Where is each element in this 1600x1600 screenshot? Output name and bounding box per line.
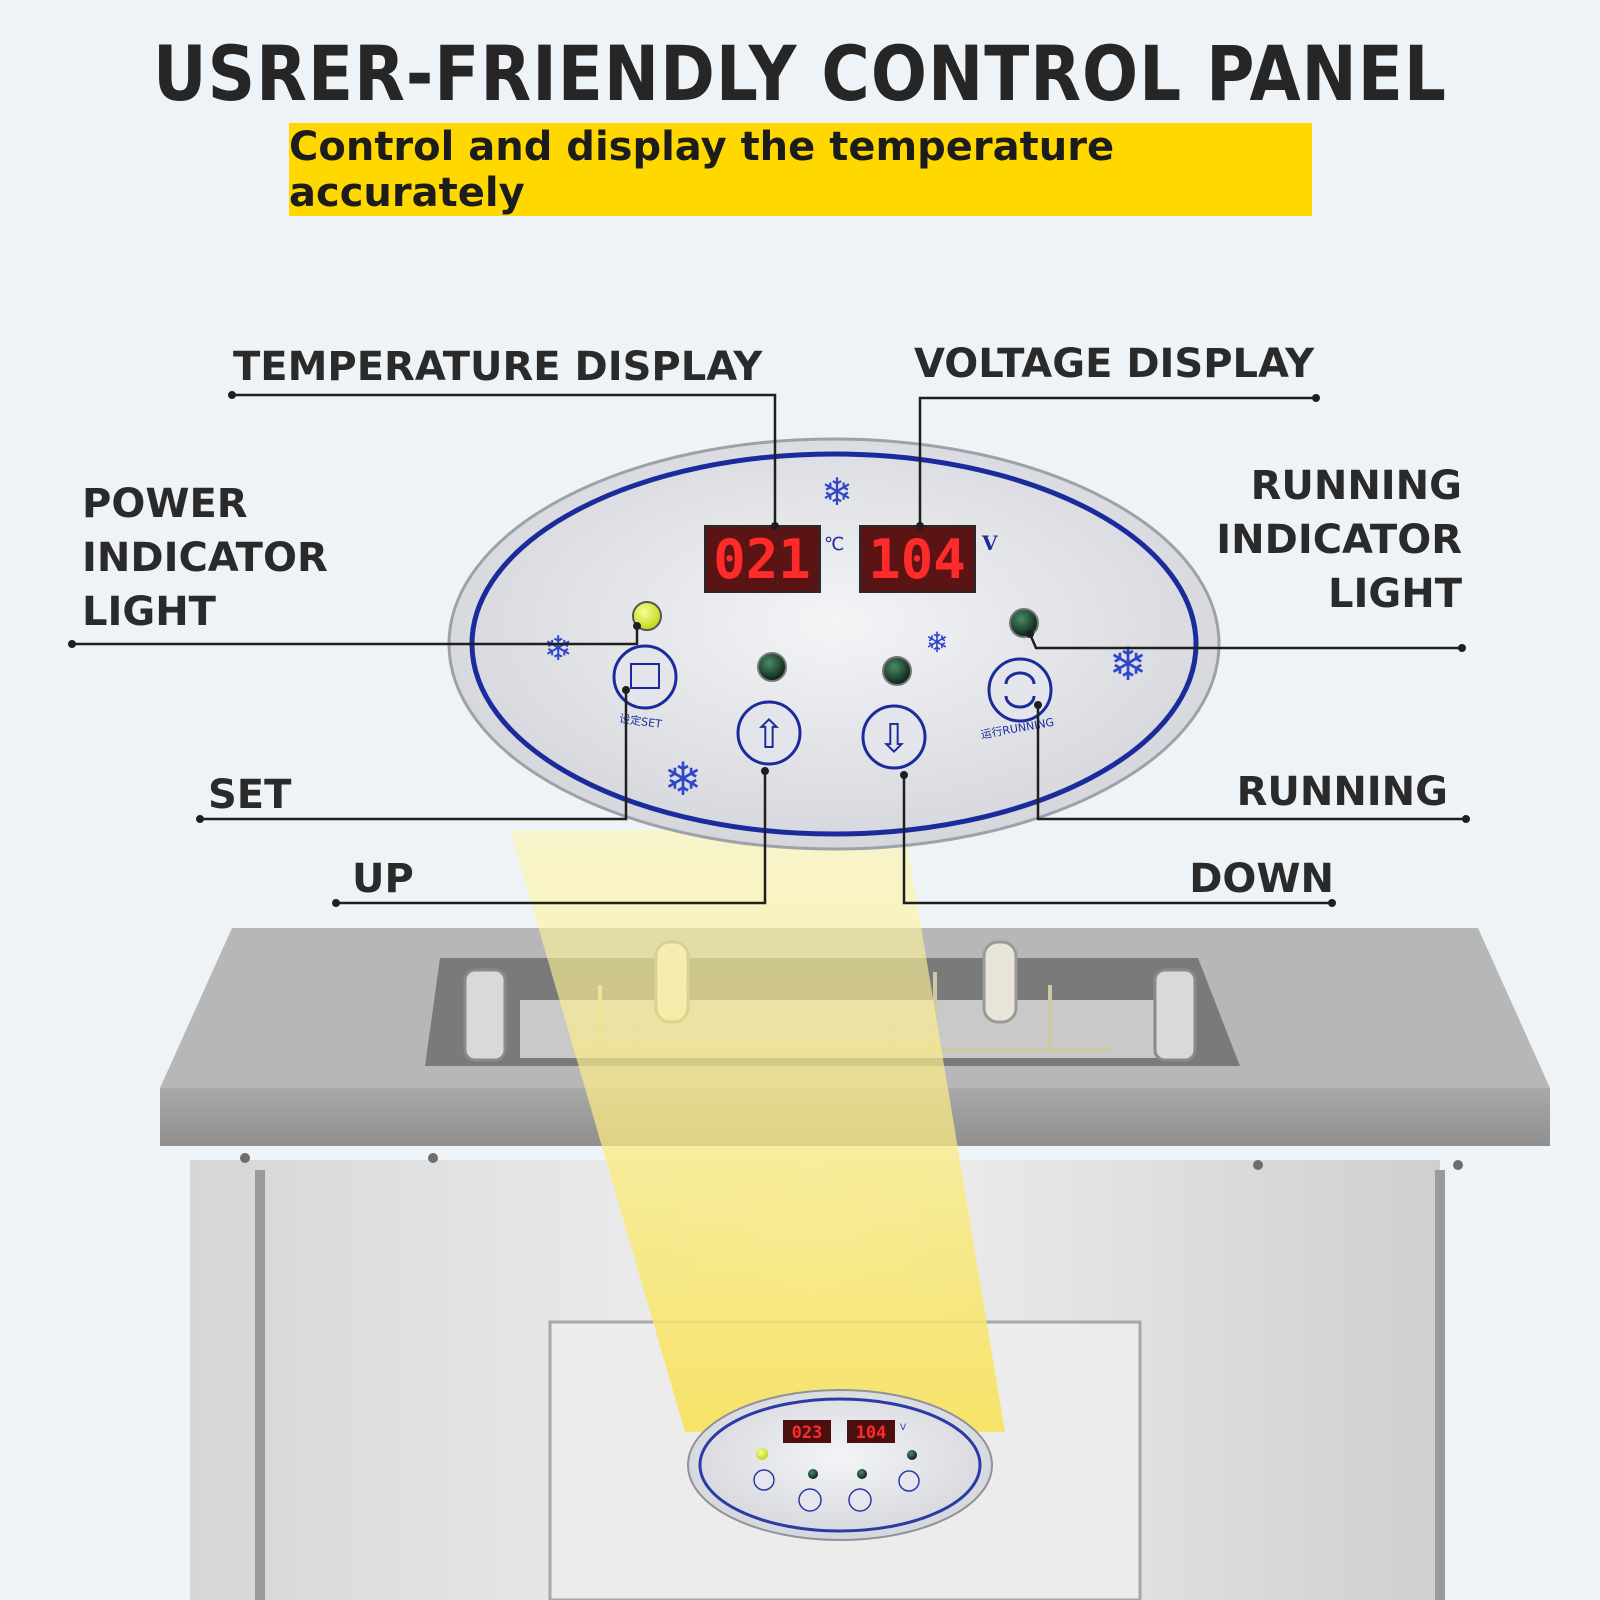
small-control-panel: 023 104 V xyxy=(687,1389,993,1541)
refresh-icon xyxy=(1004,671,1036,709)
label-temperature-display: TEMPERATURE DISPLAY xyxy=(233,344,763,390)
small-led-2 xyxy=(857,1469,867,1479)
label-running: RUNNING xyxy=(1236,769,1448,815)
screws xyxy=(240,1153,1463,1170)
set-button[interactable]: 设定SET xyxy=(612,644,678,731)
small-set-button[interactable] xyxy=(753,1469,775,1491)
up-indicator-light xyxy=(757,652,787,682)
label-voltage-display: VOLTAGE DISPLAY xyxy=(914,341,1315,387)
down-indicator-light xyxy=(882,656,912,686)
cabinet-seam-right xyxy=(1435,1170,1445,1600)
basket-handle-right xyxy=(1153,968,1197,1062)
temperature-display xyxy=(704,525,821,593)
subtitle-text: Control and display the temperature accu… xyxy=(289,123,1115,216)
small-voltage-unit: V xyxy=(900,1423,907,1433)
subtitle-banner: Control and display the temperature accu… xyxy=(289,123,1312,216)
callout-dots xyxy=(68,391,1470,907)
label-power-indicator-light: POWER INDICATOR LIGHT xyxy=(82,481,328,635)
down-button[interactable]: ⇩ xyxy=(861,704,927,770)
small-running-button[interactable] xyxy=(898,1470,920,1492)
voltage-digits: 104 xyxy=(868,528,966,591)
small-temperature-digits: 023 xyxy=(792,1423,823,1443)
label-set: SET xyxy=(208,772,292,818)
set-icon xyxy=(630,663,660,689)
running-indicator-light xyxy=(1009,608,1039,638)
small-led-1 xyxy=(808,1469,818,1479)
small-running-led xyxy=(907,1450,917,1460)
label-up: UP xyxy=(352,856,414,902)
small-power-led xyxy=(756,1448,768,1460)
callout-lines xyxy=(72,393,1466,905)
label-running-indicator-light: RUNNING INDICATOR LIGHT xyxy=(1216,463,1462,617)
power-indicator-light xyxy=(632,601,662,631)
basket-handle-left xyxy=(463,968,507,1062)
small-down-button[interactable] xyxy=(848,1488,872,1512)
large-control-panel: ❄ ❄ ❄ ❄ ❄ 021 ℃ 104 V 设定SET xyxy=(447,437,1221,851)
snowflake-decorations: ❄ ❄ ❄ ❄ ❄ xyxy=(544,470,1148,806)
highlight-beam xyxy=(510,830,1005,1432)
snowflake-icon: ❄ xyxy=(821,470,853,514)
set-caption: 设定SET xyxy=(618,711,662,731)
arrow-down-icon: ⇩ xyxy=(877,716,911,762)
arrow-up-icon: ⇧ xyxy=(752,712,786,758)
snowflake-icon: ❄ xyxy=(544,629,573,669)
page-title: USRER-FRIENDLY CONTROL PANEL xyxy=(153,30,1447,119)
celsius-unit: ℃ xyxy=(824,534,844,555)
temperature-digits: 021 xyxy=(713,528,811,591)
small-voltage-digits: 104 xyxy=(856,1423,887,1443)
snowflake-icon: ❄ xyxy=(664,752,703,806)
cabinet-seam-left xyxy=(255,1170,265,1600)
snowflake-icon: ❄ xyxy=(1109,637,1148,691)
basket-lift-handle-right xyxy=(982,940,1018,1024)
voltage-unit: V xyxy=(981,531,998,555)
label-down: DOWN xyxy=(1189,856,1334,902)
snowflake-icon: ❄ xyxy=(925,626,948,659)
up-button[interactable]: ⇧ xyxy=(736,700,802,766)
small-up-button[interactable] xyxy=(798,1488,822,1512)
